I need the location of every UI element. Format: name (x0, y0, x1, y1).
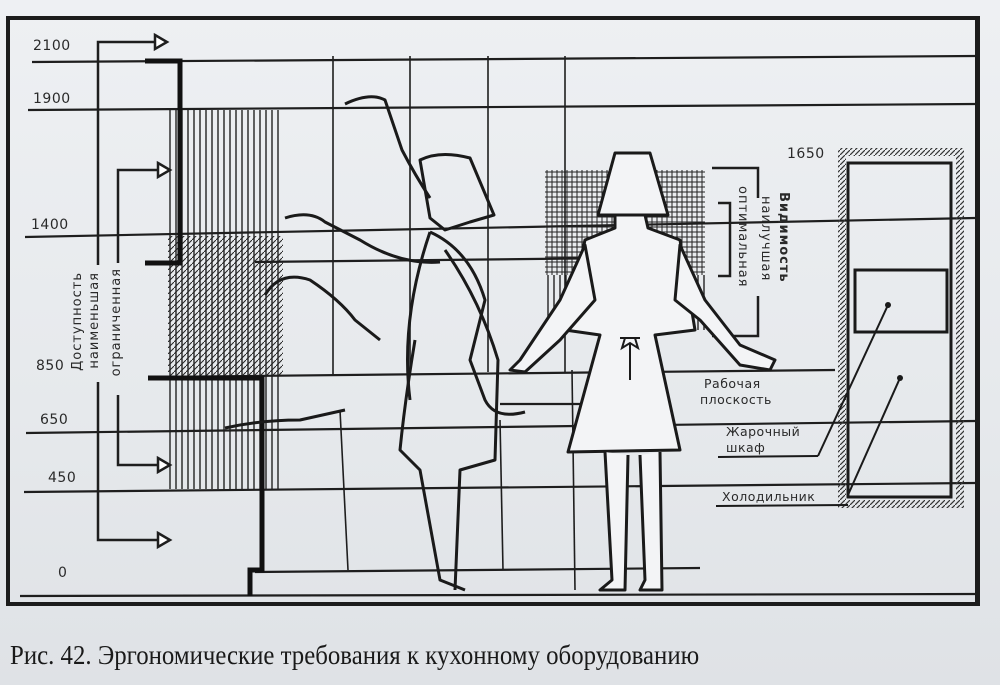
figure-side-reaching (224, 95, 526, 592)
appliance-column (846, 161, 953, 499)
accessibility-title: Доступность (70, 272, 85, 371)
reach-zone-optimal (168, 236, 283, 376)
accessibility-least: наименьшая (87, 272, 102, 369)
accessibility-limited: ограниченная (109, 268, 124, 377)
leader-lines (715, 304, 901, 507)
level-850: 850 (36, 358, 65, 374)
visibility-optimal: оптимальная (735, 186, 750, 288)
level-1650: 1650 (787, 146, 825, 162)
level-1900: 1900 (33, 91, 71, 107)
level-1400: 1400 (31, 217, 69, 233)
figure-frame (6, 16, 980, 606)
accessibility-arrows (96, 32, 173, 550)
cabinet-outline (145, 58, 265, 596)
appliance-column-hatch (838, 148, 964, 508)
level-450: 450 (48, 470, 77, 486)
leader-dot-fridge (897, 375, 903, 381)
fridge-label: Холодильник (722, 489, 816, 504)
work-surface-label-1: Рабочая (704, 376, 761, 391)
apron-bow (620, 337, 640, 380)
figure-caption: Рис. 42. Эргономические требования к кух… (10, 640, 700, 670)
level-650: 650 (40, 412, 69, 428)
oven-label-2: шкаф (726, 440, 766, 455)
figure-front-standing (508, 151, 777, 592)
visibility-best: наилучшая (758, 196, 773, 282)
leader-dot-oven (885, 302, 891, 308)
visibility-title: Видимость (776, 192, 791, 283)
work-surface-label-2: плоскость (700, 392, 772, 407)
level-0: 0 (58, 565, 68, 581)
oven-door (853, 268, 949, 334)
level-2100: 2100 (33, 38, 71, 54)
reach-zone-upper (168, 110, 283, 236)
oven-label-1: Жарочный (726, 424, 801, 439)
